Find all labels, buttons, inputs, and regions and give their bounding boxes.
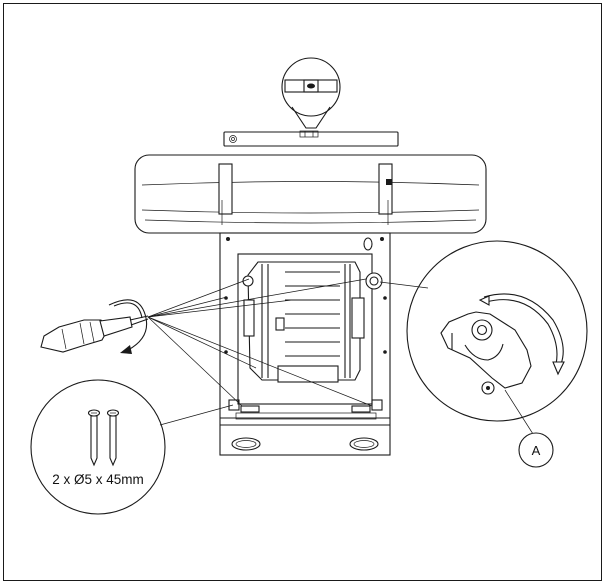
screw-spec-label: 2 x Ø5 x 45mm xyxy=(52,472,144,487)
level-magnifier xyxy=(281,57,341,129)
hood-canopy xyxy=(134,154,487,234)
callout-a: A xyxy=(518,432,554,468)
screwdriver xyxy=(40,278,373,407)
detail-magnifier xyxy=(379,240,588,435)
screw-callout: 2 x Ø5 x 45mm xyxy=(30,379,234,515)
callout-a-label: A xyxy=(532,443,541,458)
spirit-level xyxy=(223,130,399,147)
motor-housing xyxy=(237,253,383,413)
